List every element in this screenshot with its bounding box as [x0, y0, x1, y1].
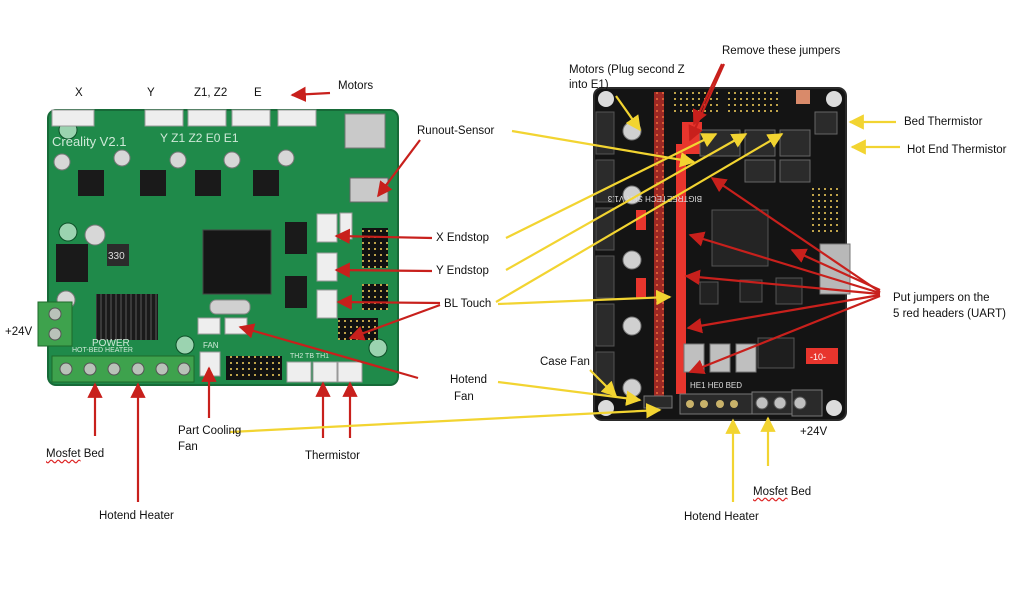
- label-runout: Runout-Sensor: [417, 125, 495, 137]
- red-arrows: [87, 63, 881, 502]
- motor-col-y: Y: [147, 87, 155, 99]
- label-bl-touch: BL Touch: [444, 298, 492, 310]
- y-arrow-y-endstop: [505, 133, 748, 271]
- mosfet-silk: HOT-BED HEATER: [72, 347, 133, 354]
- y-arrow-runout: [511, 129, 696, 168]
- label-part-cooling-2: Fan: [178, 441, 198, 453]
- label-y-endstop: Y Endstop: [436, 265, 489, 277]
- label-mosfet-bed-right: Mosfet Bed: [753, 486, 812, 498]
- arrow-y-endstop: [334, 262, 433, 278]
- label-thermistor: Thermistor: [305, 450, 360, 462]
- arrow-uart-3: [684, 269, 881, 296]
- model-silk: BIGTREETECH SKR V1.3: [607, 194, 702, 203]
- label-hotend-heater-right: Hotend Heater: [684, 511, 759, 523]
- label-hotend-heater-left: Hotend Heater: [99, 510, 174, 522]
- thermistor-silk: TH2 TB TH1: [290, 353, 329, 360]
- y-arrow-x-endstop: [505, 133, 718, 239]
- label-motors-right-2: into E1): [569, 79, 609, 91]
- label-mosfet-bed-left: Mosfet Bed: [46, 448, 105, 460]
- label-24v-right: +24V: [800, 426, 828, 438]
- arrow-runout: [377, 139, 421, 198]
- arrow-uart-6: [790, 248, 881, 292]
- label-bed-thermistor: Bed Thermistor: [904, 116, 983, 128]
- inductor-silk: 330: [108, 251, 125, 262]
- y-arrow-hotend-fan: [497, 380, 642, 406]
- arrow-uart-4: [686, 293, 881, 334]
- brand-silk: Creality V2.1: [52, 134, 126, 149]
- label-motors-right-1: Motors (Plug second Z: [569, 64, 685, 76]
- motor-col-z: Z1, Z2: [194, 87, 228, 99]
- motor-col-x: X: [75, 87, 83, 99]
- arrow-uart-2: [688, 231, 881, 295]
- axis-silk: Y Z1 Z2 E0 E1: [160, 131, 239, 145]
- arrow-motors: [290, 86, 331, 102]
- y-arrow-bltouch-2: [497, 289, 672, 306]
- y-arrow-bltouch: [495, 133, 784, 303]
- label-part-cooling-1: Part Cooling: [178, 425, 242, 437]
- label-put-jumpers-2: 5 red headers (UART): [893, 308, 1006, 320]
- arrow-remove-2: [688, 63, 726, 142]
- label-hotend-fan-1: Hotend: [450, 374, 488, 386]
- fan-silk: FAN: [203, 341, 219, 350]
- label-x-endstop: X Endstop: [436, 232, 490, 244]
- heatsink: [96, 294, 158, 340]
- label-put-jumpers-1: Put jumpers on the: [893, 292, 990, 304]
- power-silk: POWER: [92, 338, 130, 349]
- label-motors: Motors: [338, 80, 374, 92]
- yellow-arrows: [229, 95, 900, 502]
- creality-board: Creality V2.1 Y Z1 Z2 E0 E1 330: [37, 109, 399, 386]
- y-arrow-motors: [615, 95, 641, 132]
- y-arrow-case-fan: [589, 369, 618, 398]
- skr-mcu: [711, 209, 769, 267]
- arrow-uart-1: [710, 177, 881, 293]
- label-case-fan: Case Fan: [540, 356, 590, 368]
- arrow-uart-5: [688, 294, 881, 375]
- heater-silk: HE1 HE0 BED: [690, 381, 742, 390]
- label-remove-jumpers: Remove these jumpers: [722, 45, 841, 57]
- arrow-x-endstop: [334, 228, 433, 244]
- y-arrow-part-fan: [229, 403, 662, 434]
- label-hotend-thermistor: Hot End Thermistor: [907, 144, 1007, 156]
- arrow-hotend-fan: [238, 323, 419, 380]
- mcu-chip: [202, 229, 272, 295]
- label-24v-left: +24V: [5, 326, 33, 338]
- arrow-bltouch-1: [336, 294, 441, 310]
- fuse-silk: -10-: [810, 352, 826, 362]
- label-hotend-fan-2: Fan: [454, 391, 474, 403]
- arrow-bltouch-2: [348, 303, 441, 341]
- motor-col-e: E: [254, 87, 262, 99]
- arrow-remove-1: [692, 63, 723, 126]
- terminal-block: [51, 355, 195, 383]
- skr-board: BIGTREETECH SKR V1.3 -10- HE1 HE0 BED: [593, 87, 851, 421]
